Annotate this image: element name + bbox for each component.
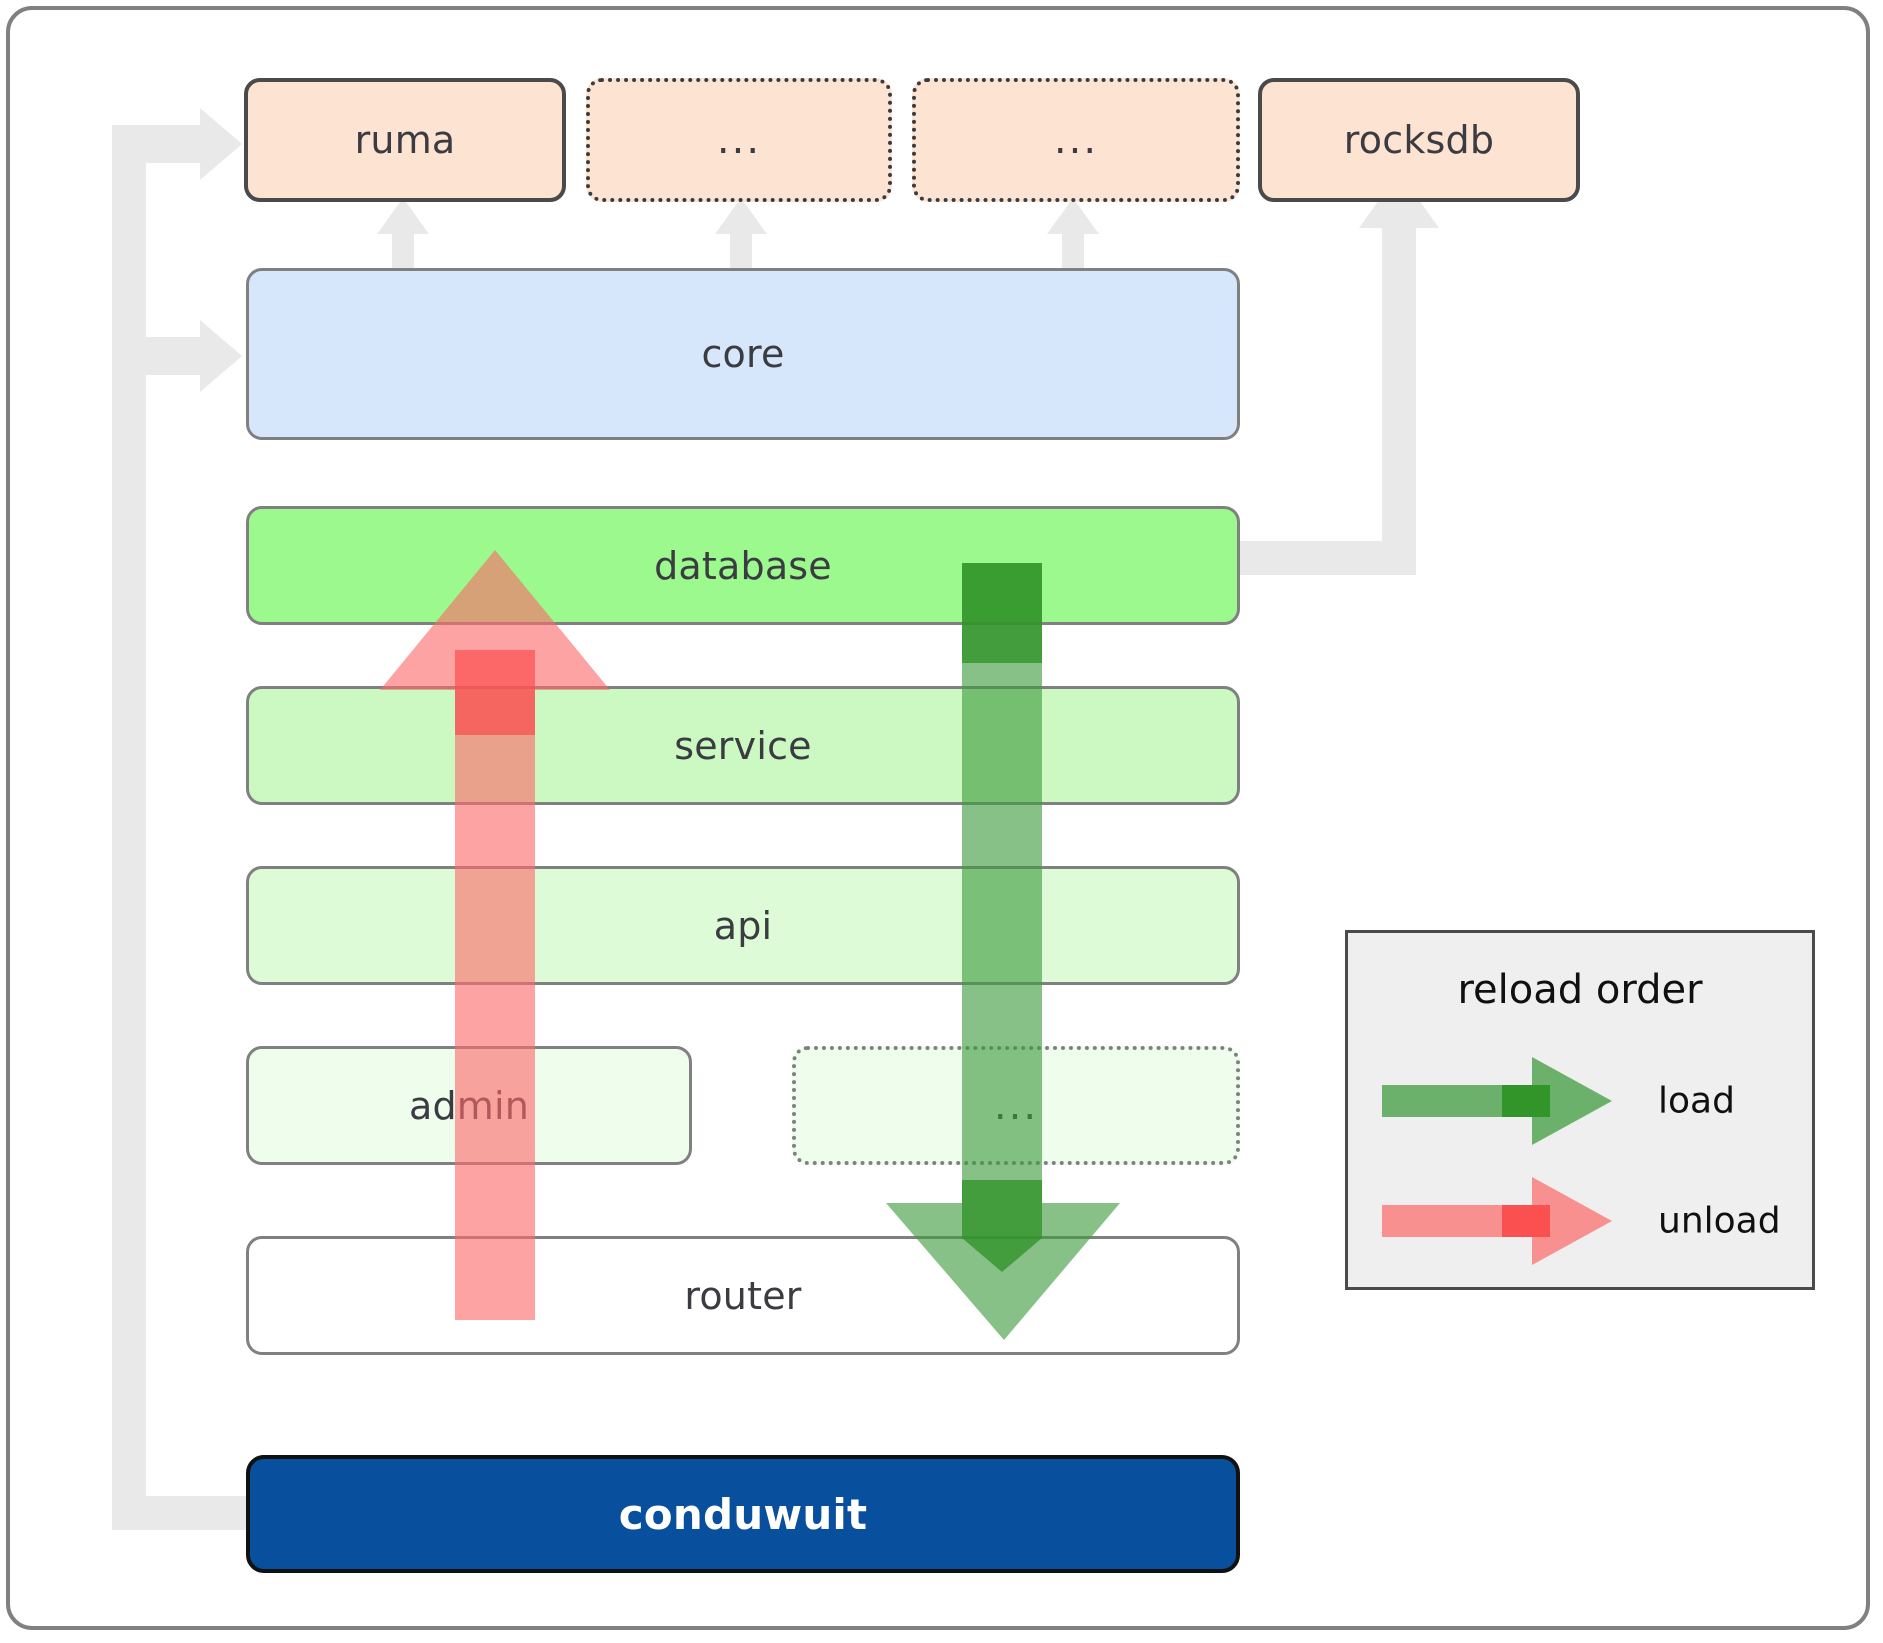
connector-db-right-stem [1238, 541, 1416, 575]
flow-unload-arrow [380, 550, 610, 1320]
legend-unload-label: unload [1658, 1200, 1781, 1242]
connector-branch-ruma-head [200, 108, 242, 180]
legend-title: reload order [1457, 967, 1703, 1013]
flow-load-shaft-highlight [962, 563, 1042, 1272]
connector-core-to-deps [377, 198, 1099, 280]
connector-to-conduwuit [112, 1496, 246, 1530]
connector-branch-ruma-stem [112, 125, 220, 163]
legend-panel: reload order load unload [1345, 930, 1815, 1290]
legend-load-arrow-icon [1382, 1057, 1612, 1145]
legend-load-label: load [1658, 1080, 1735, 1122]
connector-db-vertical [1382, 200, 1416, 575]
flow-unload-shaft-highlight [455, 650, 535, 735]
legend-row-unload: unload [1348, 1175, 1812, 1267]
connector-left-trunk [112, 140, 146, 1530]
flow-load-arrow [886, 563, 1120, 1340]
legend-row-load: load [1348, 1055, 1812, 1147]
connector-branch-core-stem [112, 337, 220, 375]
legend-unload-arrow-icon [1382, 1177, 1612, 1265]
connector-branch-core-head [200, 320, 242, 392]
